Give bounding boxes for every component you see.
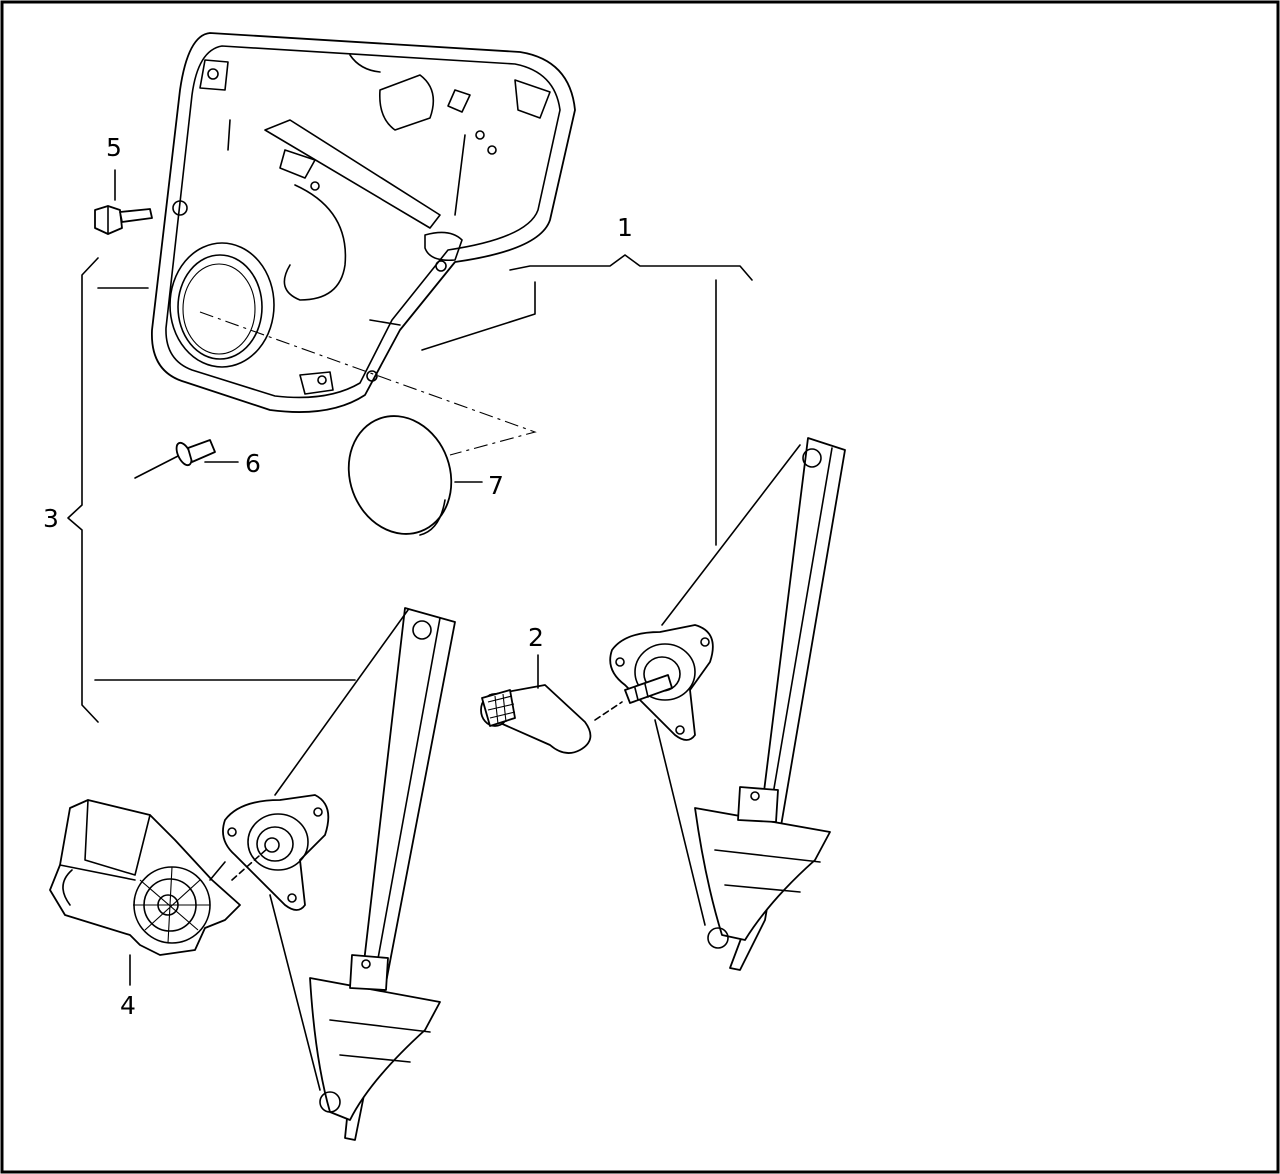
label-motor: 4 bbox=[120, 991, 136, 1020]
label-regulator-assembly: 1 bbox=[617, 213, 633, 242]
cover-cap bbox=[347, 415, 453, 536]
label-door-module-set: 3 bbox=[43, 504, 59, 533]
label-rivet: 6 bbox=[245, 449, 261, 478]
label-cover-cap: 7 bbox=[488, 471, 504, 500]
centre-line bbox=[199, 311, 537, 456]
door-module-panel bbox=[151, 32, 576, 413]
leader-lines bbox=[67, 169, 753, 986]
window-crank bbox=[480, 684, 623, 754]
bolt bbox=[94, 205, 153, 235]
regulator-manual bbox=[609, 437, 846, 971]
label-window-crank: 2 bbox=[528, 623, 544, 652]
regulator-electric bbox=[222, 607, 456, 1141]
window-motor bbox=[49, 799, 269, 956]
label-bolt: 5 bbox=[106, 133, 122, 162]
rivet bbox=[134, 439, 216, 479]
